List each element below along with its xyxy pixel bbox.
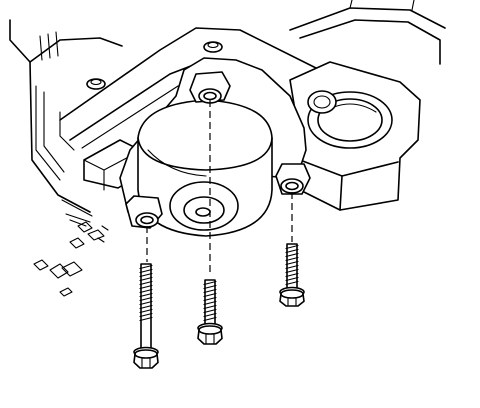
cylindrical-cover — [119, 57, 311, 237]
alignment-lines — [146, 100, 293, 276]
mounting-bolt-right — [279, 243, 305, 307]
mounting-bolt-center — [197, 279, 223, 345]
housing-casting — [9, 0, 446, 297]
mounting-bolt-left — [133, 263, 159, 369]
bolts — [133, 243, 305, 369]
